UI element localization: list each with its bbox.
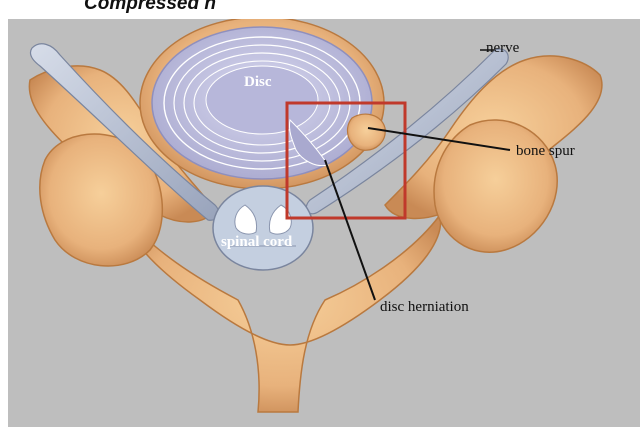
disc-herniation-label: disc herniation [380, 299, 469, 316]
bone-spur-label: bone spur [516, 143, 575, 160]
spinal-cord-label: spinal cord [221, 234, 292, 251]
spinal-cord [213, 186, 313, 270]
nerve-label: nerve [486, 40, 519, 57]
bone-spur [347, 114, 385, 150]
caption-strip: Compressed n [0, 0, 640, 19]
caption-text: Compressed n [84, 0, 216, 15]
disc-label: Disc [244, 74, 272, 91]
right-facet [434, 120, 557, 252]
